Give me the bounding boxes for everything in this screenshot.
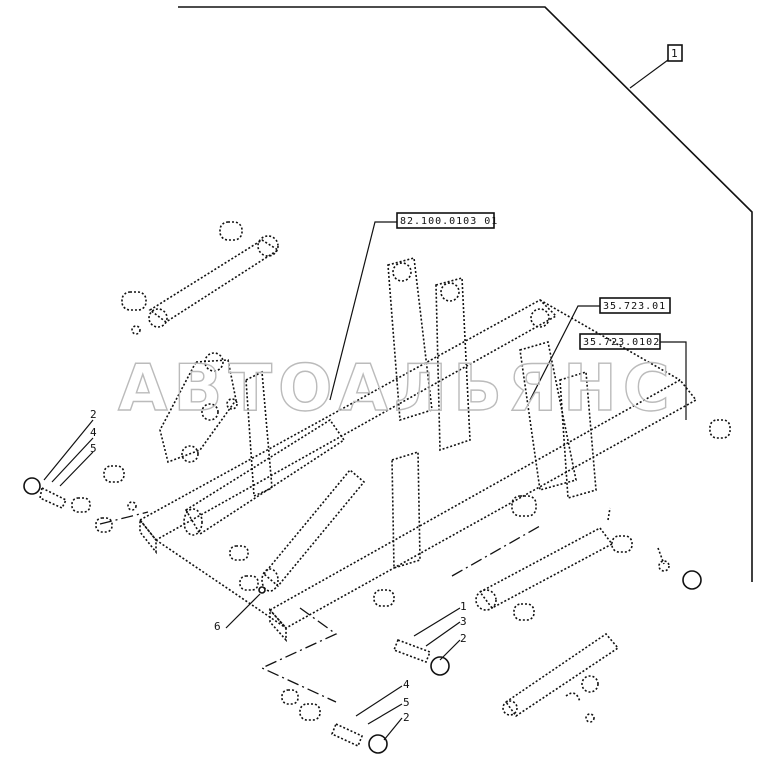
item-number-right-3: 3: [460, 615, 467, 628]
lower-pin-set-part: [281, 685, 403, 754]
assembly-frame-lines: [178, 6, 753, 582]
callout-ref-b: 35.723.01: [529, 297, 671, 401]
callout-ref-c: 35.723.0102: [579, 333, 687, 420]
callout-ref-a: 82.100.0103 01: [329, 212, 498, 401]
item-number-labels: 2 4 5 6 1 3 2 4 5 2: [90, 408, 467, 724]
callout-main: 1: [629, 44, 683, 89]
item-number-low-4: 4: [403, 678, 410, 691]
item-number-low-2: 2: [403, 711, 410, 724]
callout-ref-c-label: 35.723.0102: [583, 337, 660, 348]
left-side-plate-part: [159, 352, 238, 464]
item-number-right-2: 2: [460, 632, 467, 645]
left-pin-set-part: [23, 419, 137, 533]
callout-ref-b-label: 35.723.01: [603, 301, 666, 312]
callout-main-label: 1: [671, 47, 678, 60]
lift-arms-part: [245, 256, 597, 570]
watermark-text: АВТОАЛЬЯНС: [118, 352, 676, 426]
item-number-right-1: 1: [460, 600, 467, 613]
upper-link-part: [121, 221, 280, 335]
item-number-left-4: 4: [90, 426, 97, 439]
right-pin-set-part: [392, 607, 461, 676]
item-number-low-5: 5: [403, 696, 410, 709]
boom-frame-part: [138, 299, 698, 643]
right-cylinder-part: [475, 419, 731, 621]
grease-nipple-part: [225, 586, 266, 629]
lower-right-link-part: [502, 632, 620, 723]
mid-rod-part: [261, 468, 395, 607]
cross-tube-part: [183, 418, 346, 591]
callout-ref-a-label: 82.100.0103 01: [400, 216, 498, 227]
item-number-mid-6: 6: [214, 620, 221, 633]
item-number-left-5: 5: [90, 442, 97, 455]
assembly-relation-lines: [99, 511, 541, 703]
item-number-left-2: 2: [90, 408, 97, 421]
